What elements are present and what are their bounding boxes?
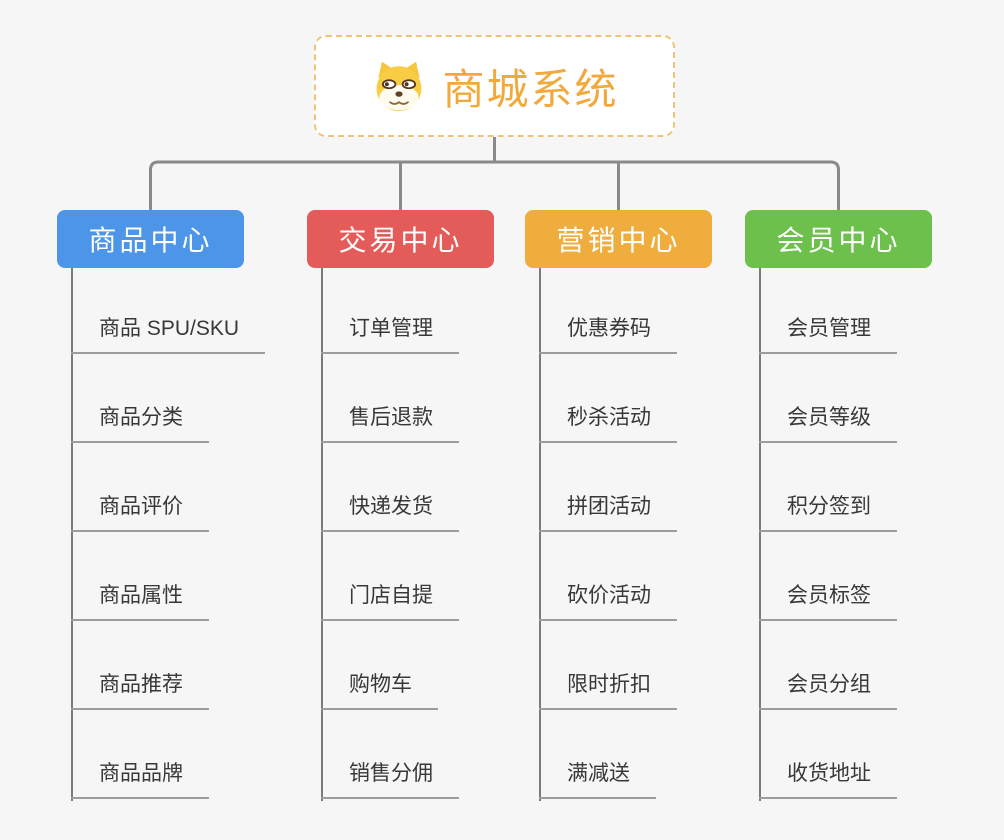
leaf-node[interactable]: 商品推荐 <box>71 668 209 710</box>
leaf-node[interactable]: 满减送 <box>539 757 656 799</box>
branch-node-member-center[interactable]: 会员中心 <box>745 210 932 268</box>
leaf-node[interactable]: 商品 SPU/SKU <box>71 312 266 354</box>
branch-label: 商品中心 <box>88 225 213 256</box>
leaf-node[interactable]: 商品分类 <box>71 401 209 443</box>
leaf-node[interactable]: 商品评价 <box>71 490 209 532</box>
root-node-mall-system[interactable]: 商城系统 <box>314 35 675 137</box>
root-node-label: 商城系统 <box>442 65 619 113</box>
leaf-node[interactable]: 订单管理 <box>321 312 459 354</box>
branch-spine-line <box>759 268 761 801</box>
leaf-node[interactable]: 会员分组 <box>759 668 897 710</box>
branch-label: 会员中心 <box>776 225 901 256</box>
leaf-node[interactable]: 砍价活动 <box>539 579 677 621</box>
branch-label: 交易中心 <box>338 225 463 256</box>
leaf-node[interactable]: 秒杀活动 <box>539 401 677 443</box>
leaf-node[interactable]: 快递发货 <box>321 490 459 532</box>
branch-node-trade-center[interactable]: 交易中心 <box>307 210 494 268</box>
leaf-node[interactable]: 收货地址 <box>759 757 897 799</box>
leaf-node[interactable]: 售后退款 <box>321 401 459 443</box>
leaf-node[interactable]: 会员标签 <box>759 579 897 621</box>
branch-spine-line <box>321 268 323 801</box>
leaf-node[interactable]: 购物车 <box>321 668 438 710</box>
branch-node-marketing-center[interactable]: 营销中心 <box>525 210 712 268</box>
dog-face-icon <box>377 61 422 112</box>
branch-label: 营销中心 <box>556 225 681 256</box>
leaf-node[interactable]: 优惠券码 <box>539 312 677 354</box>
branch-node-product-center[interactable]: 商品中心 <box>57 210 244 268</box>
leaf-node[interactable]: 销售分佣 <box>321 757 459 799</box>
leaf-node[interactable]: 商品品牌 <box>71 757 209 799</box>
leaf-node[interactable]: 拼团活动 <box>539 490 677 532</box>
leaf-node[interactable]: 限时折扣 <box>539 668 677 710</box>
leaf-node[interactable]: 商品属性 <box>71 579 209 621</box>
leaf-node[interactable]: 积分签到 <box>759 490 897 532</box>
leaf-node[interactable]: 门店自提 <box>321 579 459 621</box>
branch-spine-line <box>71 268 73 801</box>
branch-spine-line <box>539 268 541 801</box>
leaf-node[interactable]: 会员等级 <box>759 401 897 443</box>
leaf-node[interactable]: 会员管理 <box>759 312 897 354</box>
